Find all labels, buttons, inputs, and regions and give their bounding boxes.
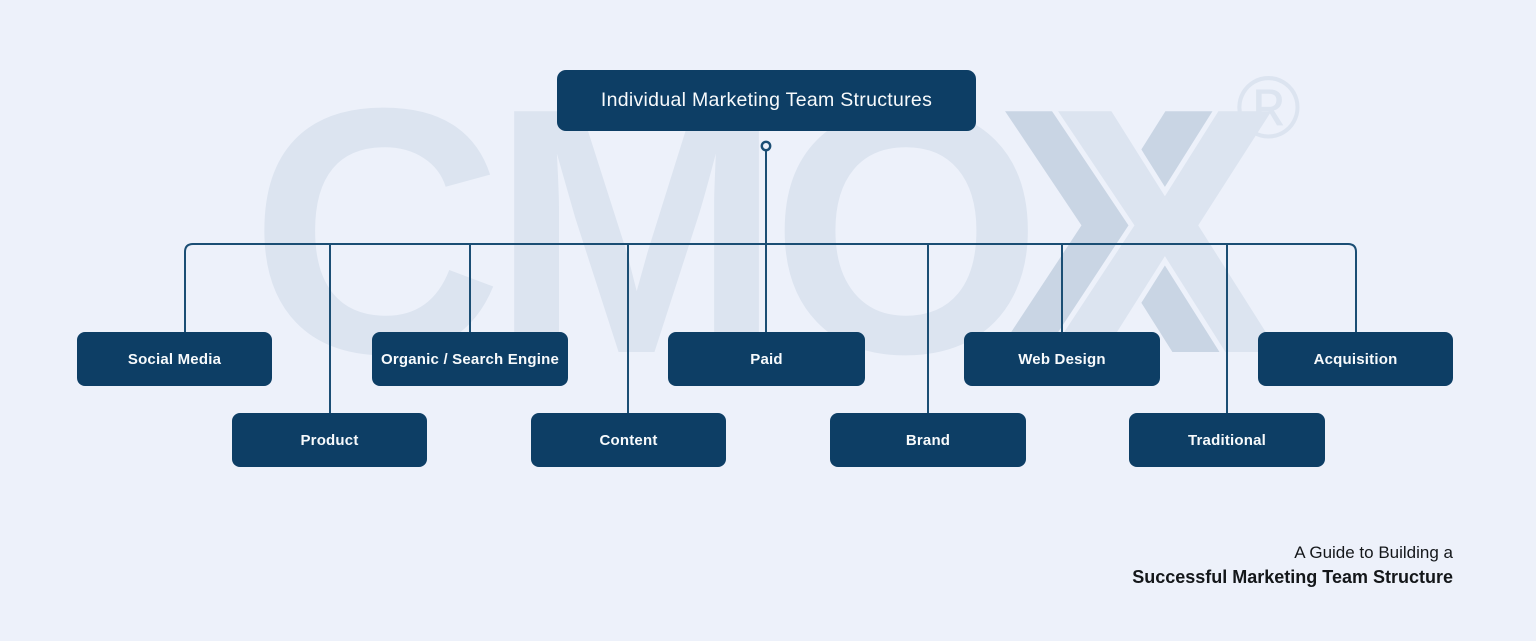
footer-caption: A Guide to Building a Successful Marketi… <box>1132 541 1453 590</box>
node-paid: Paid <box>668 332 865 386</box>
watermark-x-back: X <box>995 36 1230 427</box>
node-web-design: Web Design <box>964 332 1160 386</box>
footer-line1: A Guide to Building a <box>1294 543 1453 562</box>
node-social-media: Social Media <box>77 332 272 386</box>
node-brand: Brand <box>830 413 1026 467</box>
node-product: Product <box>232 413 427 467</box>
node-title-card: Individual Marketing Team Structures <box>557 70 976 131</box>
riser-dot <box>760 140 772 152</box>
node-content: Content <box>531 413 726 467</box>
node-organic-search-engine: Organic / Search Engine <box>372 332 568 386</box>
node-acquisition: Acquisition <box>1258 332 1453 386</box>
footer-line2: Successful Marketing Team Structure <box>1132 567 1453 587</box>
connector-bus <box>184 243 1357 333</box>
node-traditional: Traditional <box>1129 413 1325 467</box>
registered-trademark-icon: ® <box>1236 58 1301 157</box>
